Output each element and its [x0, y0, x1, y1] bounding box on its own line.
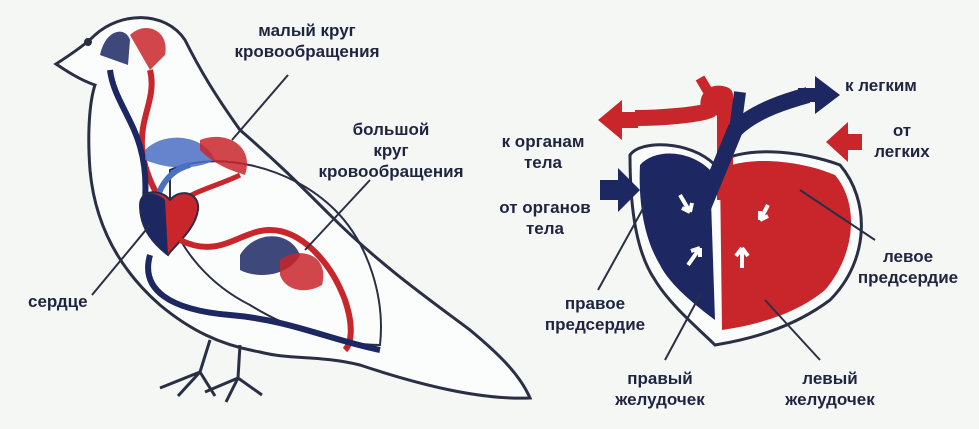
head-capillaries-red	[130, 27, 166, 70]
aorta-trunk	[695, 75, 730, 123]
arrow-to-lungs	[798, 76, 840, 114]
aorta-arch	[634, 85, 733, 200]
vena-cava-vessel	[145, 254, 381, 353]
arrow-from-lungs	[826, 122, 862, 162]
lung-capillaries-red	[200, 136, 247, 175]
label-to-organs-line2: тела	[523, 153, 563, 172]
flow-arrow-left-ventricle	[734, 246, 750, 268]
head-capillaries-blue	[100, 31, 130, 65]
label-right-atrium-line2: предсердие	[544, 315, 646, 334]
label-big-circle-line3: кровообращения	[318, 162, 464, 181]
label-to-organs-line1: к органам	[501, 132, 585, 151]
label-left-ventricle-line1: левый	[802, 369, 858, 388]
label-left-atrium: левое предсердие	[848, 246, 968, 288]
neck-vessel-red	[138, 69, 163, 202]
leader-big-circle	[304, 179, 371, 251]
label-left-atrium-line2: предсердие	[857, 268, 959, 287]
leader-heart	[91, 224, 151, 296]
bird-wing-outline	[169, 160, 382, 347]
label-from-lungs-line1: от	[892, 121, 912, 140]
flow-arrow-right-atrium	[678, 193, 694, 214]
label-from-organs-line2: тела	[525, 219, 565, 238]
label-from-lungs-line2: легких	[874, 142, 930, 161]
label-small-circle-line2: кровообращения	[234, 42, 380, 61]
pulmonary-branch	[729, 91, 746, 131]
heart-figure	[597, 75, 876, 361]
label-right-atrium: правое предсердие	[535, 293, 655, 335]
label-small-circle-line1: малый круг	[258, 21, 356, 40]
label-from-organs: от органов тела	[485, 197, 605, 239]
label-big-circle-line1: большой	[352, 120, 430, 139]
leader-right-atrium	[597, 204, 646, 291]
label-to-organs: к органам тела	[488, 131, 598, 173]
flow-arrow-right-ventricle	[686, 246, 702, 267]
label-from-lungs: от легких	[862, 120, 942, 162]
bird-eye	[84, 38, 92, 46]
label-left-atrium-line1: левое	[882, 247, 934, 266]
leader-small-circle	[231, 74, 289, 141]
leader-left-ventricle	[764, 299, 821, 361]
neck-vessel-blue	[107, 69, 149, 201]
right-heart-chambers	[639, 153, 715, 320]
leader-right-ventricle	[664, 294, 701, 361]
label-right-atrium-line1: правое	[564, 294, 626, 313]
label-left-ventricle: левый желудочек	[770, 368, 890, 410]
label-right-ventricle: правый желудочек	[600, 368, 720, 410]
label-left-ventricle-line2: желудочек	[785, 390, 875, 409]
left-heart-chambers	[720, 160, 852, 330]
label-from-organs-line1: от органов	[499, 198, 591, 217]
label-small-circle: малый круг кровообращения	[232, 20, 382, 62]
label-heart-line1: сердце	[28, 292, 88, 311]
arrow-from-organs	[600, 168, 640, 212]
leader-left-atrium	[799, 189, 876, 241]
bird-heart-right	[140, 193, 168, 255]
bird-body-outline	[53, 16, 533, 400]
label-right-ventricle-line2: желудочек	[615, 390, 705, 409]
lung-capillaries-blue	[145, 137, 215, 168]
label-to-lungs: к легким	[845, 75, 917, 96]
aorta-vessel	[178, 226, 354, 353]
label-to-lungs-line1: к легким	[845, 76, 917, 95]
bird-figure	[53, 16, 533, 403]
label-heart: сердце	[28, 291, 88, 312]
body-capillaries-red	[280, 253, 324, 291]
arrow-to-organs	[598, 100, 638, 140]
flow-arrow-left-atrium	[758, 204, 770, 222]
label-right-ventricle-line1: правый	[627, 369, 693, 388]
bird-leg-left	[159, 339, 217, 398]
label-big-circle-line2: круг	[373, 141, 409, 160]
bird-leg-right	[204, 344, 263, 403]
label-big-circle: большой круг кровообращения	[306, 119, 476, 182]
